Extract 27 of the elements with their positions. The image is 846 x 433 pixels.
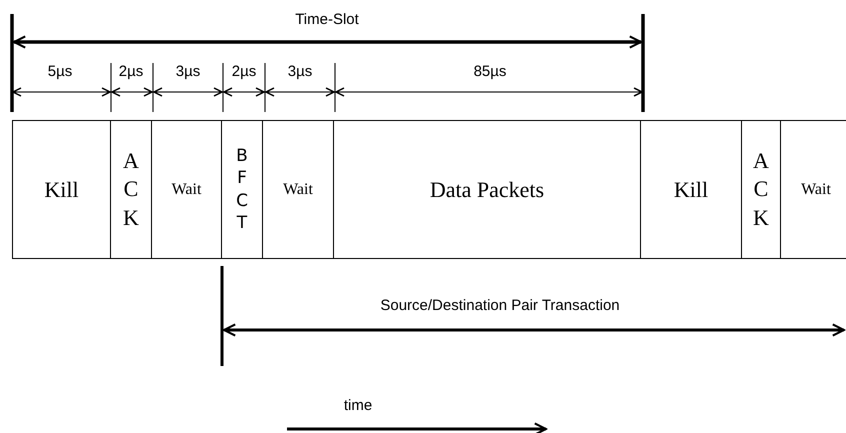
segment-label: BFCT (235, 145, 249, 234)
segment-label: Wait (172, 180, 202, 198)
timeline-segment (12, 120, 111, 259)
dimension-label: Source/Destination Pair Transaction (380, 298, 620, 313)
segment-label: Data Packets (430, 176, 544, 202)
dimension-label: 3µs (288, 64, 312, 79)
timeline-segment (221, 120, 263, 259)
timeline-segment (333, 120, 641, 259)
timeline-segment (151, 120, 222, 259)
axis-label: time (344, 398, 372, 413)
segment-label: ACK (752, 146, 770, 232)
segment-label: Kill (44, 176, 79, 202)
segment-label: Wait (283, 180, 313, 198)
dimension-label: Time-Slot (295, 12, 359, 27)
segment-label: Wait (801, 180, 831, 198)
segment-label: Kill (674, 176, 708, 202)
dimension-label: 2µs (118, 64, 144, 79)
dimension-label: 5µs (48, 64, 72, 79)
timeline-segment (110, 120, 152, 259)
timeline-segment (262, 120, 334, 259)
segment-label: ACK (122, 146, 140, 232)
timeline-segment (640, 120, 742, 259)
dimension-label: 85µs (474, 64, 506, 79)
dimension-label: 2µs (232, 64, 256, 79)
timeline-segment (741, 120, 781, 259)
dimension-label: 3µs (176, 64, 200, 79)
timeline-segment (780, 120, 846, 259)
